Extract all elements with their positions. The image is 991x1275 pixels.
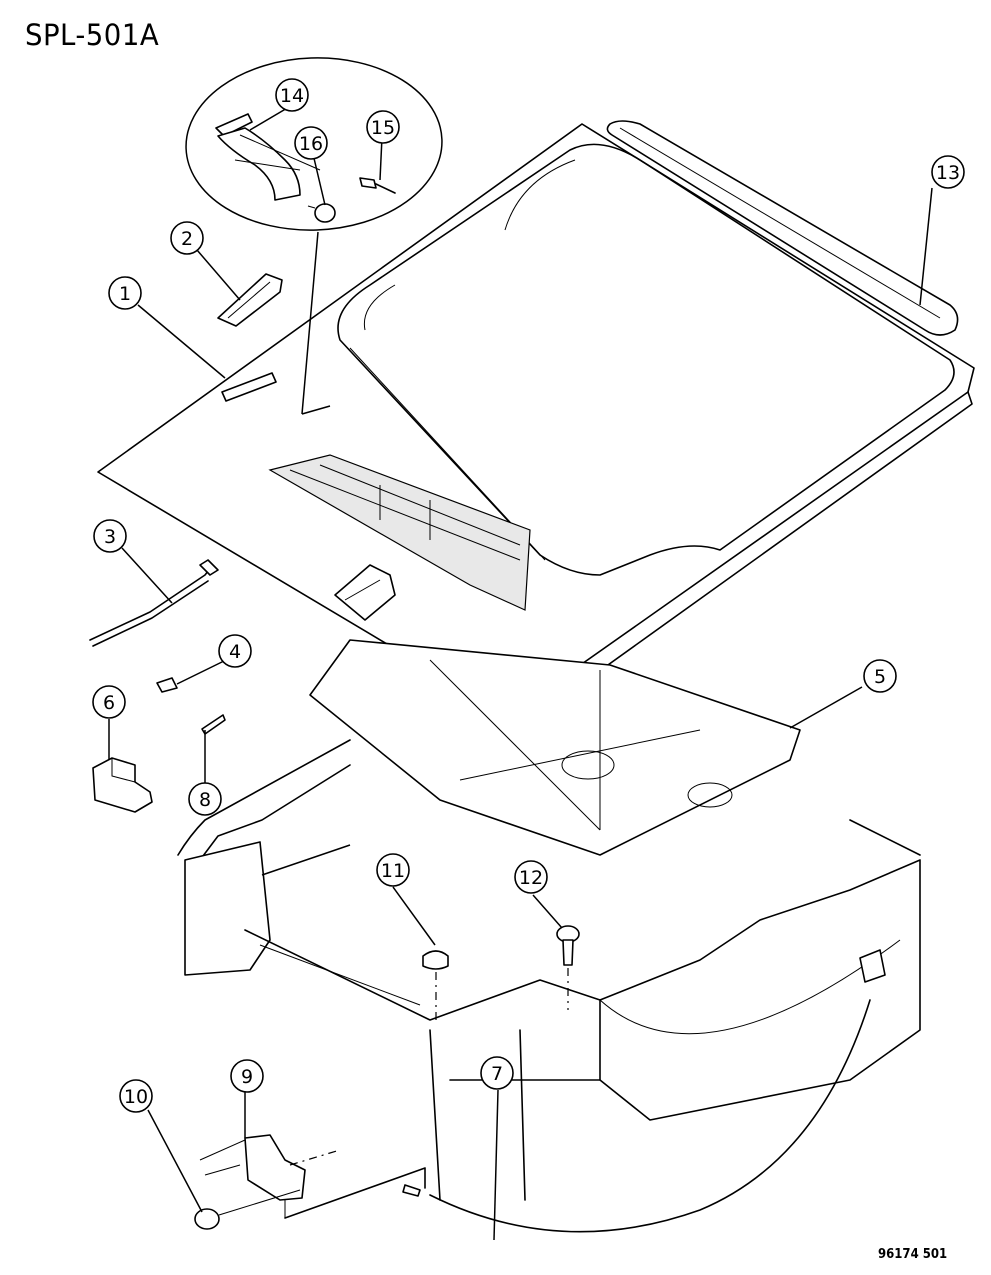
- callout-11: 11: [376, 853, 410, 887]
- callout-circle: [93, 519, 127, 553]
- callout-label: 16: [299, 133, 323, 155]
- callout-circle: [170, 221, 204, 255]
- hood-silencer: [309, 639, 801, 856]
- callout-label: 9: [241, 1066, 253, 1088]
- callout-label: 6: [103, 692, 115, 714]
- callout-circle: [480, 1056, 514, 1090]
- screw-12: [556, 925, 580, 1010]
- callout-circle: [230, 1059, 264, 1093]
- callout-label: 8: [199, 789, 211, 811]
- leader-lines: [108, 106, 933, 1241]
- callout-14: 14: [275, 78, 309, 112]
- bumper-4: [156, 677, 178, 693]
- callout-circle: [376, 853, 410, 887]
- bumper-11: [422, 950, 449, 1020]
- callout-label: 12: [519, 867, 543, 889]
- diagram-title: SPL-501A: [25, 18, 160, 52]
- callout-label: 7: [491, 1063, 503, 1085]
- callout-circle: [188, 782, 222, 816]
- callout-label: 15: [371, 117, 395, 139]
- callout-1: 1: [108, 276, 142, 310]
- callout-circle: [108, 276, 142, 310]
- callout-circle: [294, 126, 328, 160]
- callout-label: 10: [124, 1086, 148, 1108]
- callout-16: 16: [294, 126, 328, 160]
- callout-circle: [863, 659, 897, 693]
- hood-hinge: [217, 273, 283, 327]
- callout-label: 1: [119, 283, 131, 305]
- callout-8: 8: [188, 782, 222, 816]
- grommet-8: [201, 714, 226, 735]
- release-cable: [284, 999, 871, 1233]
- hood-seal: [606, 120, 959, 336]
- hood-latch: [199, 1134, 341, 1201]
- callout-circle: [218, 634, 252, 668]
- callout-label: 4: [229, 641, 241, 663]
- callout-2: 2: [170, 221, 204, 255]
- drawing-code: 96174 501: [878, 1247, 948, 1262]
- radiator-support: [177, 739, 921, 1201]
- detail-inset: [185, 57, 443, 415]
- latch-nut: [194, 1189, 301, 1230]
- callout-7: 7: [480, 1056, 514, 1090]
- callout-circle: [366, 110, 400, 144]
- callout-circle: [92, 685, 126, 719]
- callout-circle: [514, 860, 548, 894]
- callout-label: 13: [936, 162, 960, 184]
- pad-6: [92, 757, 153, 813]
- callout-12: 12: [514, 860, 548, 894]
- callout-13: 13: [931, 155, 965, 189]
- callout-circle: [275, 78, 309, 112]
- callout-9: 9: [230, 1059, 264, 1093]
- callout-10: 10: [119, 1079, 153, 1113]
- callout-3: 3: [93, 519, 127, 553]
- callout-5: 5: [863, 659, 897, 693]
- callout-4: 4: [218, 634, 252, 668]
- callout-label: 11: [381, 860, 405, 882]
- callout-circle: [931, 155, 965, 189]
- callout-6: 6: [92, 685, 126, 719]
- prop-rod: [89, 559, 219, 647]
- callout-label: 3: [104, 526, 116, 548]
- callout-circle: [119, 1079, 153, 1113]
- callout-label: 14: [280, 85, 304, 107]
- callout-15: 15: [366, 110, 400, 144]
- callout-label: 2: [181, 228, 193, 250]
- callout-label: 5: [874, 666, 886, 688]
